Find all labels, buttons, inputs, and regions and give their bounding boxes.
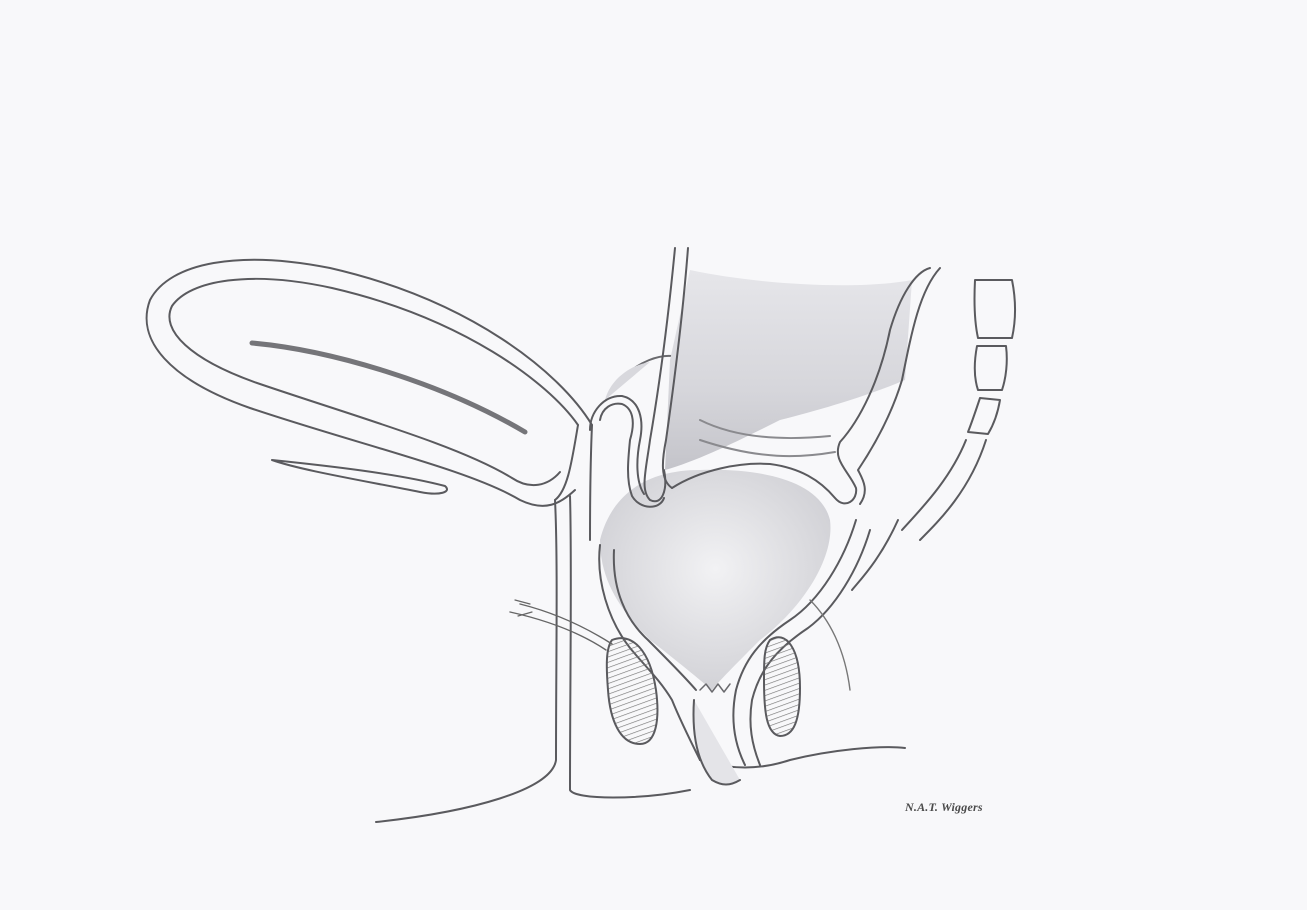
artist-signature: N.A.T. Wiggers — [905, 800, 983, 815]
anterior-organ-outline — [147, 260, 592, 506]
posterior-organ-outline — [590, 248, 940, 507]
